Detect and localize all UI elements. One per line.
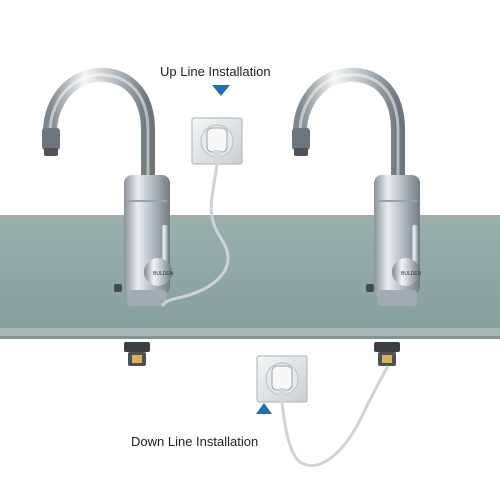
- faucet-right: BULDEN: [292, 67, 422, 306]
- faucet-left: BULDEN: [42, 67, 174, 306]
- brand-mark-right: BULDEN: [401, 271, 422, 277]
- cable-up: [160, 163, 230, 307]
- fitting-left: [124, 342, 150, 366]
- countertop: [0, 215, 500, 339]
- fitting-right: [374, 342, 400, 366]
- wall-socket-down: [256, 355, 308, 403]
- triangle-up-icon: [256, 403, 272, 414]
- wall-socket-up: [191, 117, 243, 165]
- brand-mark-left: BULDEN: [153, 271, 174, 277]
- triangle-down-icon: [212, 85, 230, 96]
- cable-down: [280, 365, 390, 467]
- up-line-installation-label: Up Line Installation: [160, 64, 271, 79]
- down-line-installation-label: Down Line Installation: [131, 434, 259, 449]
